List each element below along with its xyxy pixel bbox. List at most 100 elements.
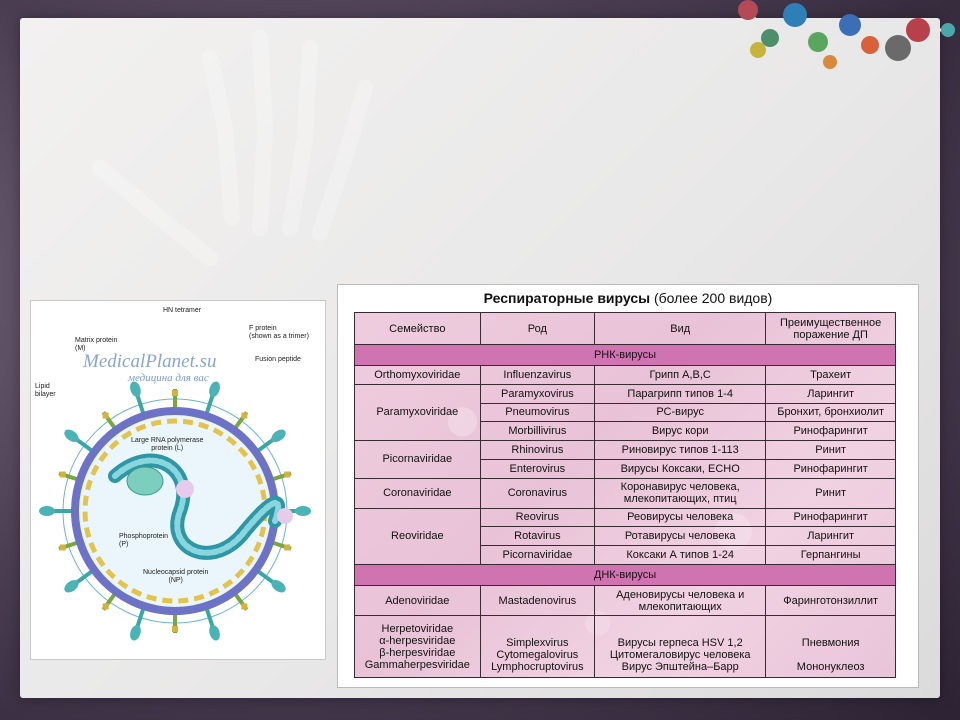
genus-cell: Morbillivirus	[479, 421, 596, 442]
lesion-cell: Ринофарингит	[765, 421, 896, 442]
f-protein-spike	[172, 390, 178, 396]
f-protein-spike	[172, 626, 178, 632]
genus-cell: Paramyxovirus	[479, 383, 596, 404]
polymerase-protein	[126, 466, 164, 496]
family-cell: Paramyxoviridae	[354, 383, 481, 442]
species-cell: Грипп A,B,C	[594, 365, 767, 385]
table-row: Herpetoviridae α-herpesviridae β-herpesv…	[354, 615, 896, 678]
species-cell: Коронавирус человека, млекопитающих, пти…	[594, 477, 767, 509]
table-row: Orthomyxoviridae Influenzavirus Грипп A,…	[354, 365, 896, 385]
hn-spike-head	[39, 506, 55, 516]
species-cell: Вирусы герпеса HSV 1,2 Цитомегаловирус ч…	[594, 615, 767, 678]
genus-cell: Influenzavirus	[479, 365, 596, 385]
genus-cell: Enterovirus	[479, 458, 596, 479]
label-fusion-peptide: Fusion peptide	[255, 356, 301, 363]
genus-cell: Rhinovirus	[479, 440, 596, 460]
table-row: Reoviridae Reovirus Реовирусы человека Р…	[354, 507, 896, 566]
header-family: Семейство	[354, 312, 481, 345]
hn-spike-head	[209, 381, 220, 398]
species-cell: Реовирусы человека	[594, 507, 767, 528]
species-cell: Парагрипп типов 1-4	[594, 383, 767, 404]
f-protein-spike	[59, 544, 66, 551]
hn-spike-head	[295, 506, 311, 516]
header-species: Вид	[594, 312, 767, 345]
family-cell: Herpetoviridae α-herpesviridae β-herpesv…	[354, 615, 481, 678]
hn-spike-head	[64, 580, 79, 593]
lesion-cell: Ринофарингит	[765, 458, 896, 479]
lesion-cell: Ринит	[765, 440, 896, 460]
label-phosphoprotein: Phosphoprotein (P)	[119, 533, 169, 548]
section-rna: РНК-вирусы	[354, 344, 896, 366]
f-protein-spike	[284, 544, 291, 551]
xray-hand-decoration	[92, 30, 373, 266]
section-dna: ДНК-вирусы	[354, 564, 896, 586]
lesion-cell: Трахеит	[765, 365, 896, 385]
label-nucleocapsid: Nucleocapsid protein (NP)	[143, 569, 209, 584]
header-genus: Род	[479, 312, 596, 345]
family-cell: Adenoviridae	[354, 585, 481, 616]
species-cell: Риновирус типов 1-113	[594, 440, 767, 460]
genus-cell: Rotavirus	[479, 526, 596, 547]
header-row: Семейство Род Вид Преимущественное пораж…	[354, 312, 896, 345]
lesion-cell: Герпангины	[765, 545, 896, 565]
lesion-cell: Ларингит	[765, 526, 896, 547]
hn-spike-head	[130, 624, 141, 641]
table-row: Paramyxoviridae Paramyxovirus Парагрипп …	[354, 383, 896, 442]
label-matrix-protein: Matrix protein (M)	[75, 337, 118, 352]
hn-spike-head	[271, 429, 286, 442]
lesion-cell: Ринит	[765, 477, 896, 509]
f-protein-spike	[241, 603, 248, 610]
hn-spike-head	[130, 381, 141, 398]
table-row: Picornaviridae Rhinovirus Риновирус типо…	[354, 440, 896, 479]
table-row: Enterovirus Вирусы Коксаки, ECHO Ринофар…	[355, 458, 896, 479]
molecule-decoration	[738, 0, 955, 69]
lesion-cell: Фаринготонзиллит	[765, 585, 896, 616]
hn-spike-head	[209, 624, 220, 641]
genus-cell: Reovirus	[479, 507, 596, 528]
header-lesion: Преимущественное поражение ДП	[765, 312, 896, 345]
genus-cell: Mastadenovirus	[479, 585, 596, 616]
f-protein-spike	[102, 603, 109, 610]
label-lipid-bilayer: Lipid bilayer	[35, 383, 56, 398]
table-title: Респираторные вирусы (более 200 видов)	[483, 290, 773, 306]
watermark: MedicalPlanet.su	[83, 351, 217, 372]
phosphoprotein	[176, 480, 194, 498]
lesion-cell: Ринофарингит	[765, 507, 896, 528]
table-row: Coronaviridae Coronavirus Коронавирус че…	[354, 477, 896, 509]
f-protein-spike	[284, 471, 291, 478]
label-hn-tetramer: HN tetramer	[163, 307, 202, 314]
genus-cell: Simplexvirus Cytomegalovirus Lymphocrupt…	[479, 615, 596, 678]
genus-cell: Coronavirus	[479, 477, 596, 509]
species-cell: Вирус кори	[594, 421, 767, 442]
species-cell: РС-вирус	[594, 402, 767, 423]
watermark-subtitle: медицина для вас	[128, 372, 209, 384]
f-protein-spike	[102, 412, 109, 419]
species-cell: Ротавирусы человека	[594, 526, 767, 547]
table-row: Rotavirus Ротавирусы человека Ларингит	[355, 526, 896, 547]
lesion-cell: Бронхит, бронхиолит	[765, 402, 896, 423]
species-cell: Аденовирусы человека и млекопитающих	[594, 585, 767, 616]
species-cell: Коксаки А типов 1-24	[594, 545, 767, 565]
family-cell: Orthomyxoviridae	[354, 365, 481, 385]
genus-cell: Pneumovirus	[479, 402, 596, 423]
lesion-cell: Ларингит	[765, 383, 896, 404]
label-polymerase: Large RNA polymerase protein (L)	[131, 437, 204, 452]
respiratory-viruses-table-panel: Респираторные вирусы (более 200 видов) С…	[337, 284, 919, 688]
label-f-protein: F protein (shown as a trimer)	[249, 325, 309, 340]
genus-cell: Picornaviridae	[479, 545, 596, 565]
f-protein-spike	[241, 412, 248, 419]
table-row: Picornaviridae Коксаки А типов 1-24 Герп…	[355, 545, 896, 565]
lesion-cell: Пневмония Мононуклеоз	[765, 615, 896, 678]
family-cell: Coronaviridae	[354, 477, 481, 509]
f-protein-spike	[59, 471, 66, 478]
species-cell: Вирусы Коксаки, ECHO	[594, 458, 767, 479]
family-cell: Reoviridae	[354, 507, 481, 566]
family-cell: Picornaviridae	[354, 440, 481, 479]
hn-spike-head	[64, 429, 79, 442]
hn-spike-head	[271, 580, 286, 593]
virion-illustration	[39, 381, 311, 641]
table-row: Adenoviridae Mastadenovirus Аденовирусы …	[354, 585, 896, 616]
table-row: Morbillivirus Вирус кори Ринофарингит	[355, 421, 896, 442]
virus-table: Семейство Род Вид Преимущественное пораж…	[354, 312, 896, 678]
paramyxovirus-diagram: MedicalPlanet.su медицина для вас HN tet…	[30, 300, 326, 660]
